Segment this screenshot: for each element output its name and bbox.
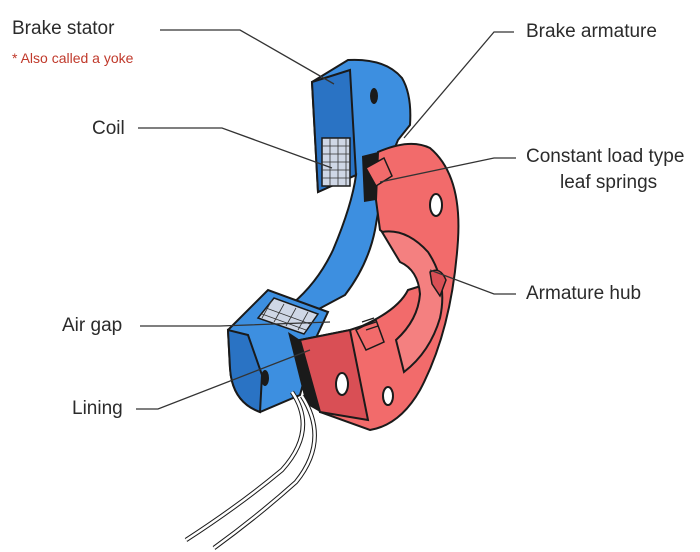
stator-lower-bolt-hole (261, 370, 269, 386)
label-leaf-springs-line1: Constant load type (526, 146, 684, 168)
leader-brake-stator (160, 30, 334, 84)
armature-bolt-hole-lower (336, 373, 348, 395)
label-leaf-springs-line2: leaf springs (560, 172, 657, 194)
armature-bolt-hole-upper (430, 194, 442, 216)
leader-coil (138, 128, 332, 168)
label-coil: Coil (92, 118, 125, 140)
wire-2-inner (214, 396, 315, 548)
label-stator-note: * Also called a yoke (12, 50, 133, 66)
label-brake-armature: Brake armature (526, 21, 657, 43)
wire-1-inner (186, 392, 303, 540)
wires (186, 392, 315, 548)
label-armature-hub: Armature hub (526, 283, 641, 305)
label-brake-stator: Brake stator (12, 18, 114, 40)
stator-bolt-hole (370, 88, 378, 104)
wire-2 (214, 396, 315, 548)
label-lining: Lining (72, 398, 123, 420)
leader-brake-armature (404, 32, 514, 138)
armature-bolt-hole-right (383, 387, 393, 405)
label-air-gap: Air gap (62, 315, 122, 337)
